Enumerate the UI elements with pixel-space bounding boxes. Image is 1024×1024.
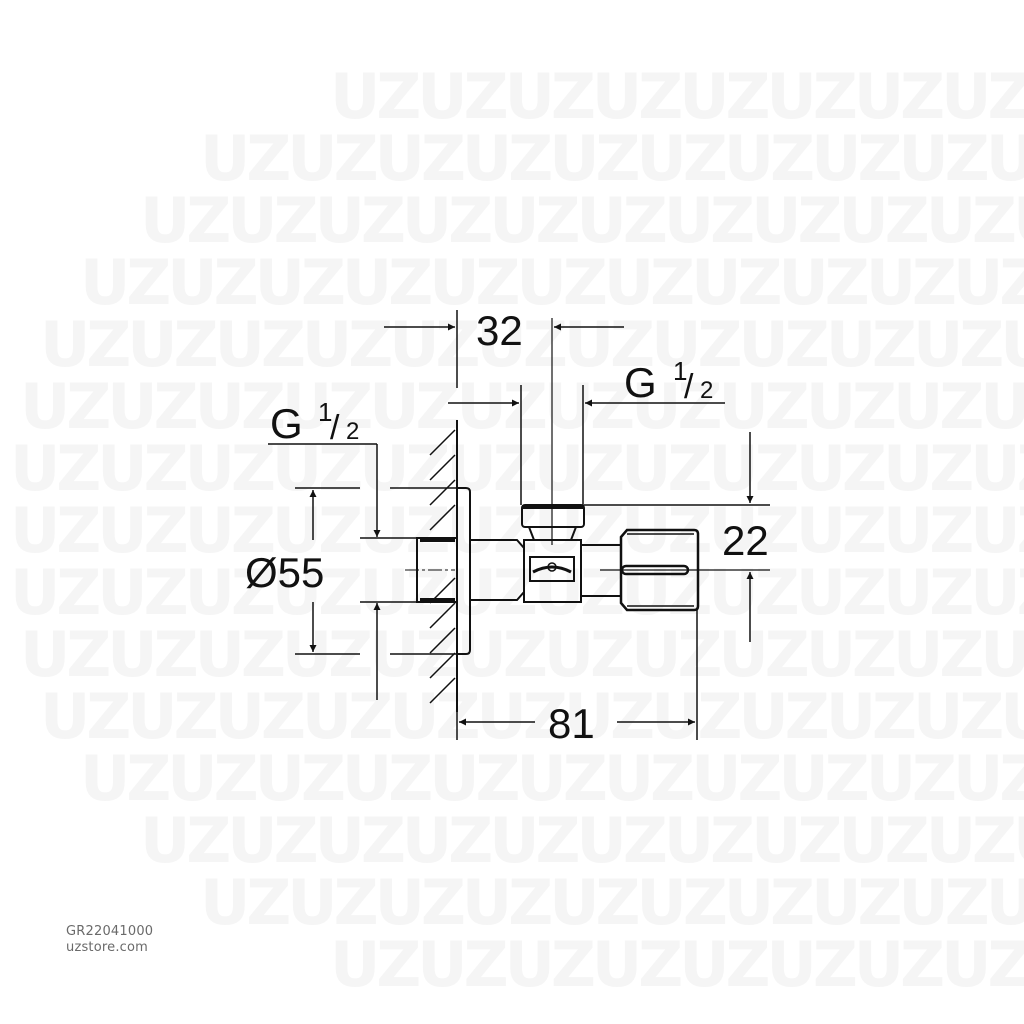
footer: GR22041000 uzstore.com xyxy=(66,924,153,956)
wall-hatching xyxy=(429,420,458,712)
svg-text:/: / xyxy=(684,368,694,406)
dimension-81 xyxy=(456,610,698,740)
label-81: 81 xyxy=(548,700,595,747)
dimension-outlet-thread xyxy=(448,385,725,505)
svg-text:/: / xyxy=(330,409,340,447)
svg-text:G: G xyxy=(270,400,303,447)
website-link[interactable]: uzstore.com xyxy=(66,940,149,955)
right-handle xyxy=(619,528,700,612)
dimension-diameter-55 xyxy=(295,487,457,655)
label-outlet-thread: G 1 / 2 xyxy=(624,356,713,406)
svg-text:2: 2 xyxy=(346,418,359,445)
product-code: GR22041000 xyxy=(66,924,154,939)
label-32: 32 xyxy=(476,307,523,354)
label-22: 22 xyxy=(722,517,769,564)
dimension-inlet-thread xyxy=(268,443,417,700)
valve-body-left xyxy=(470,539,525,601)
svg-text:G: G xyxy=(624,359,657,406)
label-inlet-thread: G 1 / 2 xyxy=(270,397,359,447)
svg-text:1: 1 xyxy=(318,397,332,427)
svg-text:2: 2 xyxy=(700,377,713,404)
valve-grip xyxy=(529,556,575,582)
svg-text:1: 1 xyxy=(673,356,687,386)
label-diameter-55: Ø55 xyxy=(245,549,324,596)
dimension-22 xyxy=(584,432,770,642)
flange xyxy=(457,487,471,655)
dimension-32 xyxy=(384,310,624,388)
